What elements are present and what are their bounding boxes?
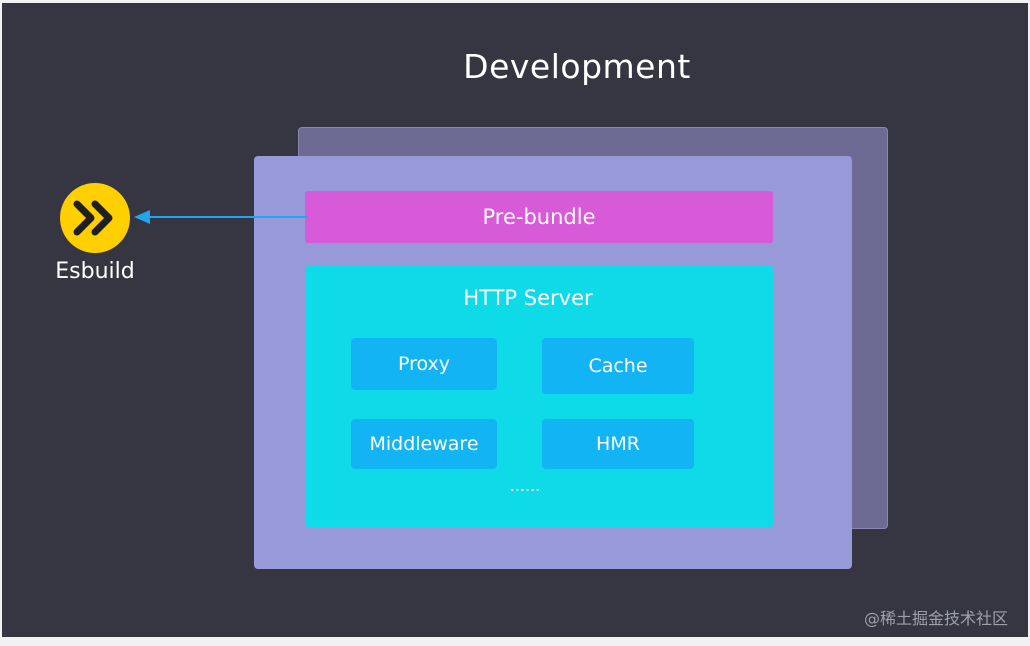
watermark: @稀土掘金技术社区 bbox=[863, 609, 1008, 628]
proxy-module: Proxy bbox=[351, 338, 497, 390]
prebundle-label: Pre-bundle bbox=[482, 205, 596, 229]
hmr-label: HMR bbox=[596, 433, 640, 455]
hmr-module: HMR bbox=[542, 419, 694, 469]
prebundle-box: Pre-bundle bbox=[305, 191, 773, 243]
middleware-label: Middleware bbox=[369, 433, 479, 455]
cache-module: Cache bbox=[542, 338, 694, 394]
esbuild-label: Esbuild bbox=[55, 259, 135, 284]
http-server-box: HTTP Server Proxy Cache Middleware HMR .… bbox=[305, 266, 773, 527]
esbuild-logo-icon bbox=[60, 183, 130, 253]
proxy-label: Proxy bbox=[397, 353, 451, 375]
cache-label: Cache bbox=[588, 355, 648, 377]
more-ellipsis: ...... bbox=[509, 476, 541, 495]
prebundle-to-esbuild-arrow bbox=[134, 210, 308, 224]
diagram-title: Development bbox=[463, 47, 691, 86]
http-server-label: HTTP Server bbox=[463, 286, 593, 310]
diagram-canvas: Development Pre-bundle HTTP Server Proxy… bbox=[2, 3, 1028, 637]
middleware-module: Middleware bbox=[351, 419, 497, 469]
